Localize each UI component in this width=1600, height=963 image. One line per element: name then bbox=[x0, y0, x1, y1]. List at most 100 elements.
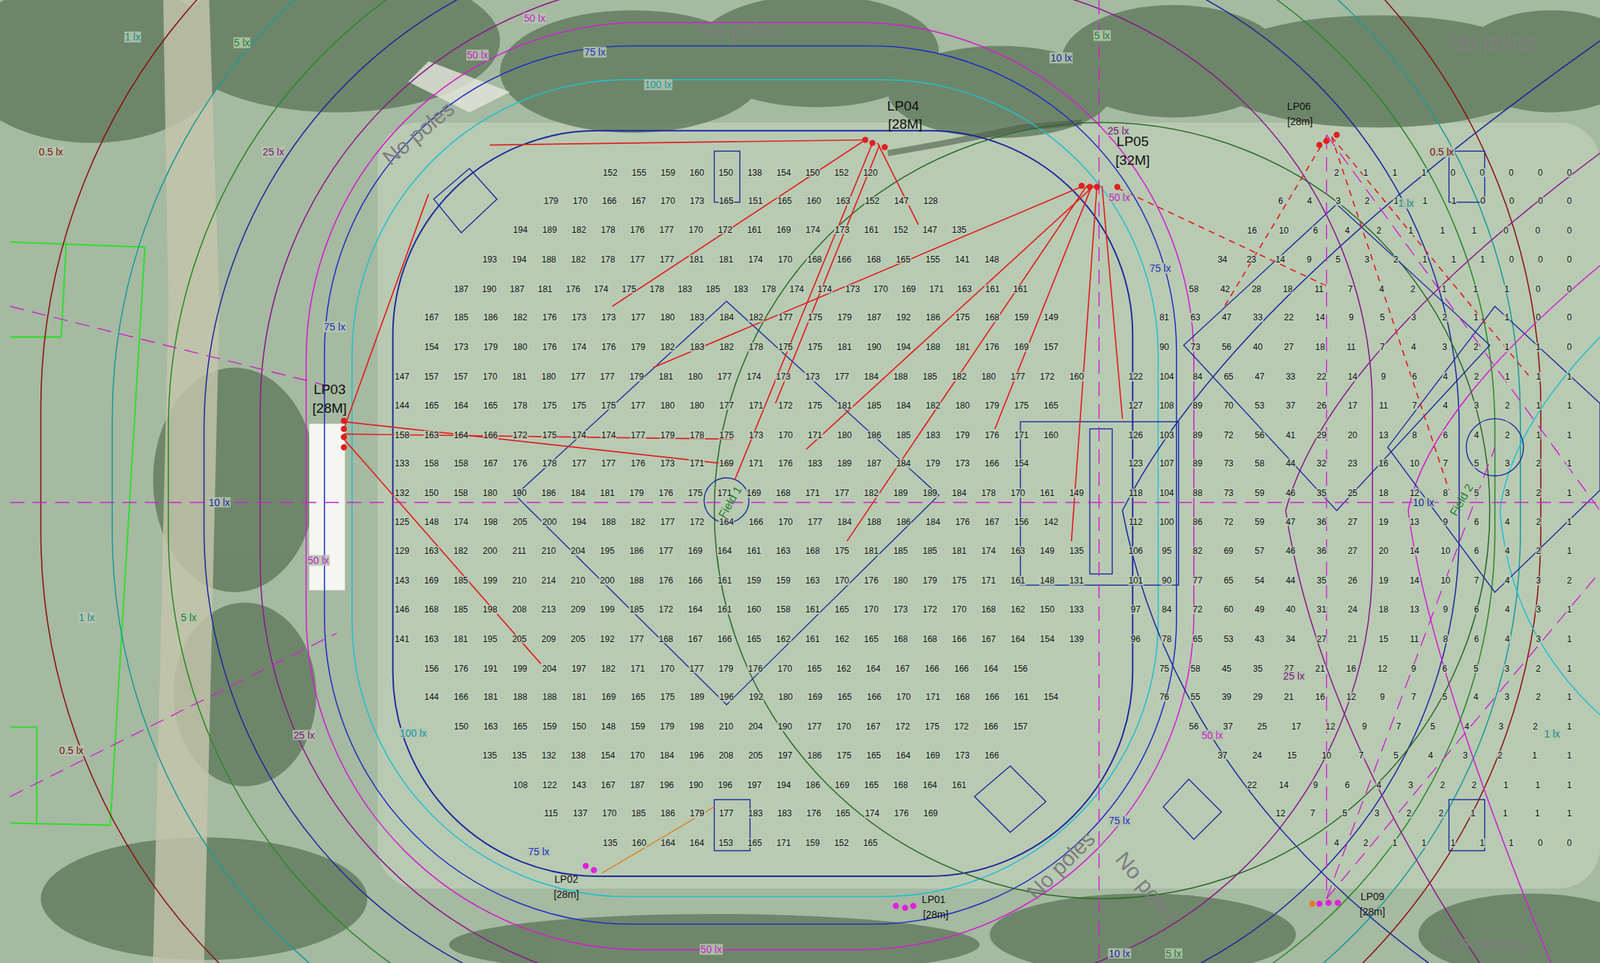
illuminance-value: 160 bbox=[688, 167, 705, 178]
illuminance-value: 183 bbox=[732, 284, 749, 294]
illuminance-value: 188 bbox=[600, 516, 617, 527]
illuminance-value: 168 bbox=[980, 604, 997, 615]
illuminance-value: 138 bbox=[570, 750, 587, 761]
illuminance-value: 176 bbox=[747, 664, 764, 674]
illuminance-value: 147 bbox=[893, 196, 910, 206]
illuminance-value: 166 bbox=[951, 634, 967, 644]
illuminance-value: 170 bbox=[836, 721, 853, 732]
illuminance-value: 175 bbox=[833, 546, 850, 556]
illuminance-value: 185 bbox=[895, 429, 912, 440]
illuminance-value: 1 bbox=[1391, 167, 1399, 178]
contour-label: 10 lx bbox=[1412, 496, 1436, 508]
illuminance-value: 0 bbox=[1537, 254, 1544, 264]
illuminance-value: 2 bbox=[1534, 692, 1542, 702]
illuminance-value: 163 bbox=[423, 429, 440, 440]
illuminance-value: 3 bbox=[1534, 604, 1542, 615]
illuminance-value: 104 bbox=[1158, 488, 1175, 498]
illuminance-value: 15 bbox=[1378, 634, 1389, 644]
illuminance-value: 190 bbox=[511, 488, 528, 498]
illuminance-value: 167 bbox=[630, 196, 647, 206]
illuminance-value: 13 bbox=[1409, 516, 1421, 527]
illuminance-value: 180 bbox=[836, 429, 853, 440]
illuminance-value: 37 bbox=[1216, 750, 1228, 761]
illuminance-value: 173 bbox=[659, 458, 676, 469]
illuminance-value: 0 bbox=[1566, 167, 1573, 178]
illuminance-value: 89 bbox=[1192, 429, 1204, 440]
illuminance-value: 44 bbox=[1284, 575, 1296, 586]
illuminance-value: 163 bbox=[835, 196, 852, 206]
illuminance-value: 165 bbox=[745, 634, 762, 644]
illuminance-value: 141 bbox=[393, 634, 410, 644]
illuminance-value: 135 bbox=[951, 224, 967, 235]
illuminance-value: 14 bbox=[1274, 254, 1286, 264]
illuminance-value: 9 bbox=[1347, 312, 1355, 323]
illuminance-value: 177 bbox=[630, 400, 647, 410]
illuminance-value: 12 bbox=[1324, 721, 1336, 732]
illuminance-value: 174 bbox=[805, 224, 821, 235]
contour-label: 25 lx bbox=[262, 146, 286, 158]
illuminance-value: 178 bbox=[541, 458, 558, 469]
contour-label: 5 lx bbox=[1093, 30, 1111, 42]
illuminance-value: 5 bbox=[1342, 808, 1349, 819]
illuminance-value: 0 bbox=[1508, 167, 1515, 178]
illuminance-value: 185 bbox=[628, 604, 645, 615]
illuminance-value: 1 bbox=[1504, 372, 1512, 382]
illuminance-value: 16 bbox=[1345, 664, 1357, 674]
illuminance-value: 1 bbox=[1450, 254, 1457, 264]
illuminance-value: 186 bbox=[895, 516, 912, 527]
illuminance-value: 188 bbox=[540, 254, 557, 264]
illuminance-value: 179 bbox=[659, 721, 675, 732]
illuminance-value: 179 bbox=[630, 342, 647, 352]
illuminance-value: 176 bbox=[629, 224, 646, 235]
illuminance-value: 172 bbox=[894, 721, 911, 732]
illuminance-value: 78 bbox=[1161, 634, 1173, 644]
illuminance-value: 170 bbox=[629, 750, 646, 761]
illuminance-value: 18 bbox=[1282, 284, 1293, 294]
illuminance-value: 63 bbox=[1190, 312, 1202, 323]
illuminance-value: 182 bbox=[630, 516, 647, 527]
pole-label: [28m] bbox=[553, 888, 579, 900]
illuminance-value: 156 bbox=[1013, 516, 1030, 527]
illuminance-value: 188 bbox=[628, 575, 645, 586]
illuminance-value: 179 bbox=[542, 196, 559, 206]
illuminance-value: 2 bbox=[1362, 838, 1370, 848]
illuminance-value: 181 bbox=[863, 546, 880, 556]
illuminance-value: 179 bbox=[482, 342, 499, 352]
illuminance-value: 6 bbox=[1277, 196, 1285, 206]
illuminance-value: 171 bbox=[775, 838, 792, 848]
pole-label: LP06 bbox=[1287, 101, 1311, 113]
illuminance-value: 4 bbox=[1306, 196, 1314, 206]
contour-label: 10 lx bbox=[1107, 947, 1131, 959]
illuminance-value: 1 bbox=[1566, 780, 1573, 790]
illuminance-value: 101 bbox=[1128, 575, 1144, 586]
illuminance-value: 172 bbox=[689, 516, 706, 527]
illuminance-value: 165 bbox=[482, 400, 499, 410]
illuminance-value: 65 bbox=[1192, 634, 1204, 644]
illuminance-value: 161 bbox=[804, 634, 821, 644]
illuminance-value: 180 bbox=[892, 575, 909, 586]
illuminance-value: 164 bbox=[453, 400, 470, 410]
contour-label: 25 lx bbox=[292, 729, 316, 741]
illuminance-value: 172 bbox=[922, 604, 939, 615]
illuminance-value: 150 bbox=[717, 167, 734, 178]
illuminance-value: 170 bbox=[687, 224, 704, 235]
illuminance-value: 21 bbox=[1314, 664, 1326, 674]
illuminance-value: 160 bbox=[745, 604, 762, 615]
illuminance-value: 5 bbox=[1473, 458, 1481, 469]
illuminance-value: 195 bbox=[482, 634, 498, 644]
illuminance-value: 9 bbox=[1380, 372, 1387, 382]
illuminance-value: 149 bbox=[1042, 312, 1059, 323]
illuminance-value: 154 bbox=[1042, 692, 1059, 702]
illuminance-value: 90 bbox=[1161, 575, 1173, 586]
illuminance-value: 21 bbox=[1347, 634, 1358, 644]
illuminance-value: 135 bbox=[511, 750, 528, 761]
contour-label: 10 lx bbox=[1050, 52, 1074, 64]
illuminance-value: 177 bbox=[659, 516, 676, 527]
illuminance-value: 9 bbox=[1361, 721, 1369, 732]
illuminance-value: 173 bbox=[600, 312, 617, 323]
illuminance-value: 150 bbox=[1039, 604, 1056, 615]
illuminance-value: 170 bbox=[1009, 488, 1026, 498]
illuminance-value: 161 bbox=[951, 780, 967, 790]
illuminance-value: 161 bbox=[1039, 488, 1056, 498]
illuminance-value: 157 bbox=[1042, 342, 1059, 352]
